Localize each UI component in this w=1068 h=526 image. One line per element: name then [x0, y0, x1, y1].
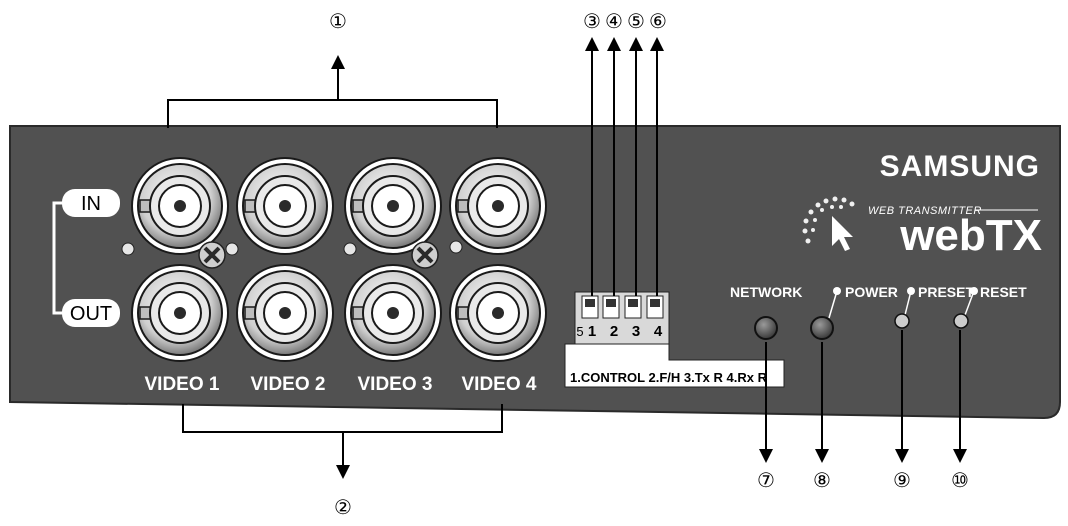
video-1-label: VIDEO 1 — [145, 374, 220, 395]
power-port[interactable] — [810, 316, 834, 340]
bnc-connector-video-3-out[interactable] — [344, 264, 442, 362]
callout-7: ⑦ — [757, 470, 775, 492]
brand-name: SAMSUNG — [880, 150, 1040, 183]
bnc-connector-video-1-out[interactable] — [131, 264, 229, 362]
out-label: OUT — [70, 303, 112, 325]
callout-1-pointer — [167, 55, 498, 128]
dip-legend-plate — [564, 343, 785, 388]
indicator-led — [449, 240, 463, 254]
preset-label: PRESET — [918, 284, 974, 300]
dip-number-3: 3 — [632, 323, 640, 340]
network-label: NETWORK — [730, 284, 802, 300]
dip-number-2: 2 — [610, 323, 618, 340]
preset-led-lead — [904, 290, 912, 316]
preset-button[interactable] — [894, 313, 910, 329]
callout-4: ④ — [605, 11, 623, 33]
bnc-connectors — [131, 157, 547, 362]
video-4-label: VIDEO 4 — [462, 374, 537, 395]
indicator-led — [225, 242, 239, 256]
callout-2-pointer — [182, 404, 503, 479]
indicator-led — [343, 242, 357, 256]
bnc-connector-video-4-out[interactable] — [449, 264, 547, 362]
product-tagline: WEB TRANSMITTER — [868, 205, 982, 217]
callout-10: ⑩ — [951, 470, 969, 492]
power-label: POWER — [845, 284, 898, 300]
bnc-connector-video-2-in[interactable] — [236, 157, 334, 255]
reset-button[interactable] — [953, 313, 969, 329]
reset-label: RESET — [980, 284, 1027, 300]
indicator-led — [121, 242, 135, 256]
product-logo: webTX — [899, 211, 1042, 260]
screw-icon — [198, 241, 226, 269]
network-port[interactable] — [754, 316, 778, 340]
bnc-connector-video-3-in[interactable] — [344, 157, 442, 255]
in-label-box — [62, 189, 120, 217]
cursor-icon — [832, 216, 853, 251]
in-out-bracket — [52, 201, 66, 315]
out-label-box — [62, 299, 120, 327]
dip-number-4: 4 — [654, 323, 663, 340]
bnc-connector-video-2-out[interactable] — [236, 264, 334, 362]
callout-9: ⑨ — [893, 470, 911, 492]
screw-icon — [411, 241, 439, 269]
dip-legend: 1.CONTROL 2.F/H 3.Tx R 4.Rx R — [570, 370, 768, 385]
dip-side-mark: 5 — [576, 324, 583, 339]
callout-1: ① — [329, 11, 347, 33]
bnc-connector-video-4-in[interactable] — [449, 157, 547, 255]
video-3-label: VIDEO 3 — [358, 374, 433, 395]
callout-8: ⑧ — [813, 470, 831, 492]
webtx-logo-dots-icon — [802, 196, 855, 244]
power-led-lead — [828, 290, 838, 319]
bnc-connector-video-1-in[interactable] — [131, 157, 229, 255]
callout-5: ⑤ — [627, 11, 645, 33]
dip-switch[interactable] — [574, 291, 670, 345]
callout-3: ③ — [583, 11, 601, 33]
video-2-label: VIDEO 2 — [251, 374, 326, 395]
dip-number-1: 1 — [588, 323, 596, 340]
callout-2: ② — [334, 497, 352, 519]
reset-led-lead — [964, 290, 975, 316]
callout-6: ⑥ — [649, 11, 667, 33]
in-label: IN — [81, 193, 101, 215]
